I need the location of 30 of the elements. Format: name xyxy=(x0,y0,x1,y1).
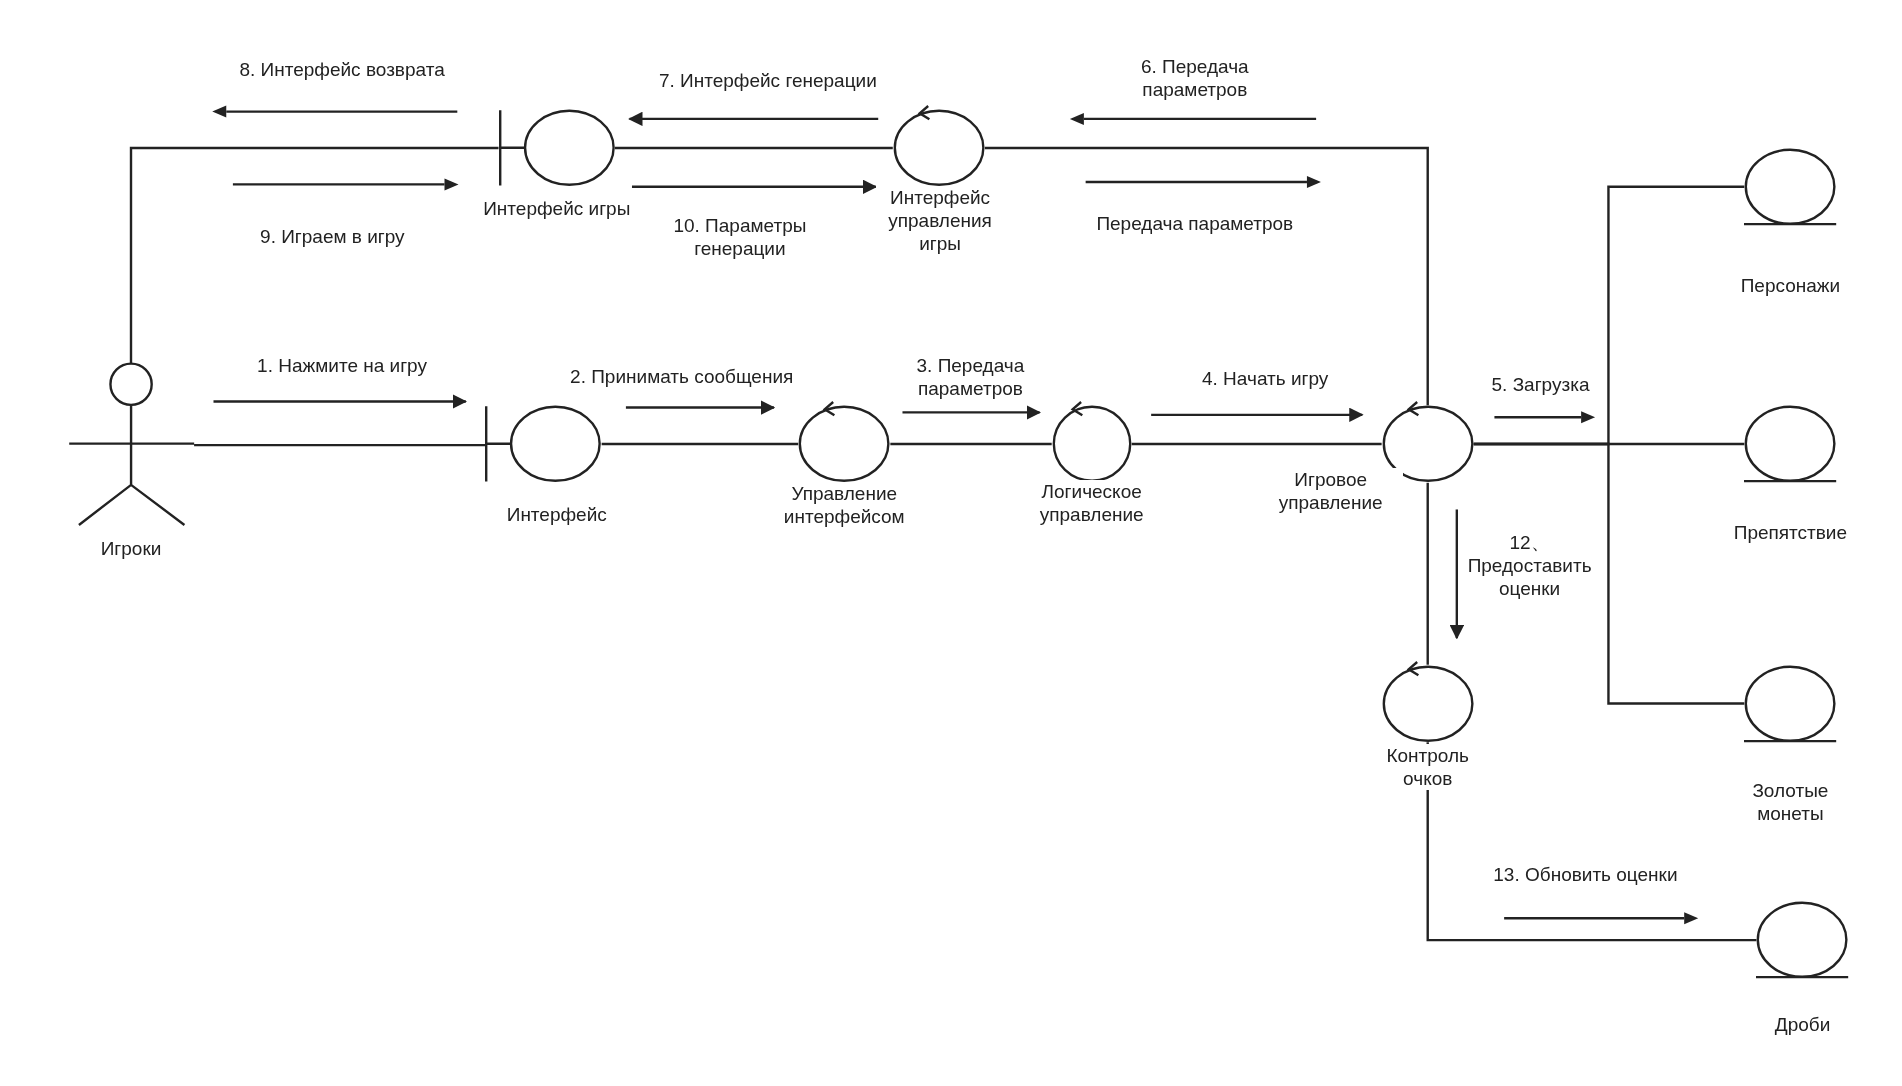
connector-line xyxy=(1131,442,1382,446)
connector-line xyxy=(194,443,486,447)
connector-line xyxy=(213,394,468,409)
edge-label: 12、 Предоставить оценки xyxy=(1466,530,1593,600)
edge-label: 7. Интерфейс генерации xyxy=(657,68,878,92)
connector-line xyxy=(625,400,776,415)
message-label: 5. Загрузка xyxy=(1490,373,1591,396)
connector-line xyxy=(628,111,879,127)
edge-label: 1. Нажмите на игру xyxy=(256,353,428,377)
message-label: 6. Передача параметров xyxy=(1139,54,1250,101)
connector-line xyxy=(601,442,799,446)
connector-line xyxy=(1151,407,1364,423)
message-label: 13. Обновить оценки xyxy=(1492,863,1679,887)
connector-line xyxy=(615,146,893,150)
connector-line xyxy=(890,442,1052,446)
connector-line xyxy=(1426,742,1757,942)
connector-line xyxy=(632,179,878,194)
edge-label: 3. Передача параметров xyxy=(915,354,1026,401)
edge-label: 10. Параметры генерации xyxy=(672,213,808,260)
connector-line xyxy=(984,146,1429,406)
connector-line xyxy=(902,405,1041,420)
message-label: 9. Играем в игру xyxy=(259,225,406,249)
message-label: Передача параметров xyxy=(1095,211,1295,235)
connector-line xyxy=(129,146,499,364)
edge-label: 2. Принимать сообщения xyxy=(569,364,795,388)
connector-line xyxy=(1426,482,1429,665)
message-label: 8. Интерфейс возврата xyxy=(238,57,446,81)
edge-label: 4. Начать игру xyxy=(1201,366,1330,390)
connector-line xyxy=(1473,442,1745,705)
connector-line xyxy=(1449,509,1465,640)
